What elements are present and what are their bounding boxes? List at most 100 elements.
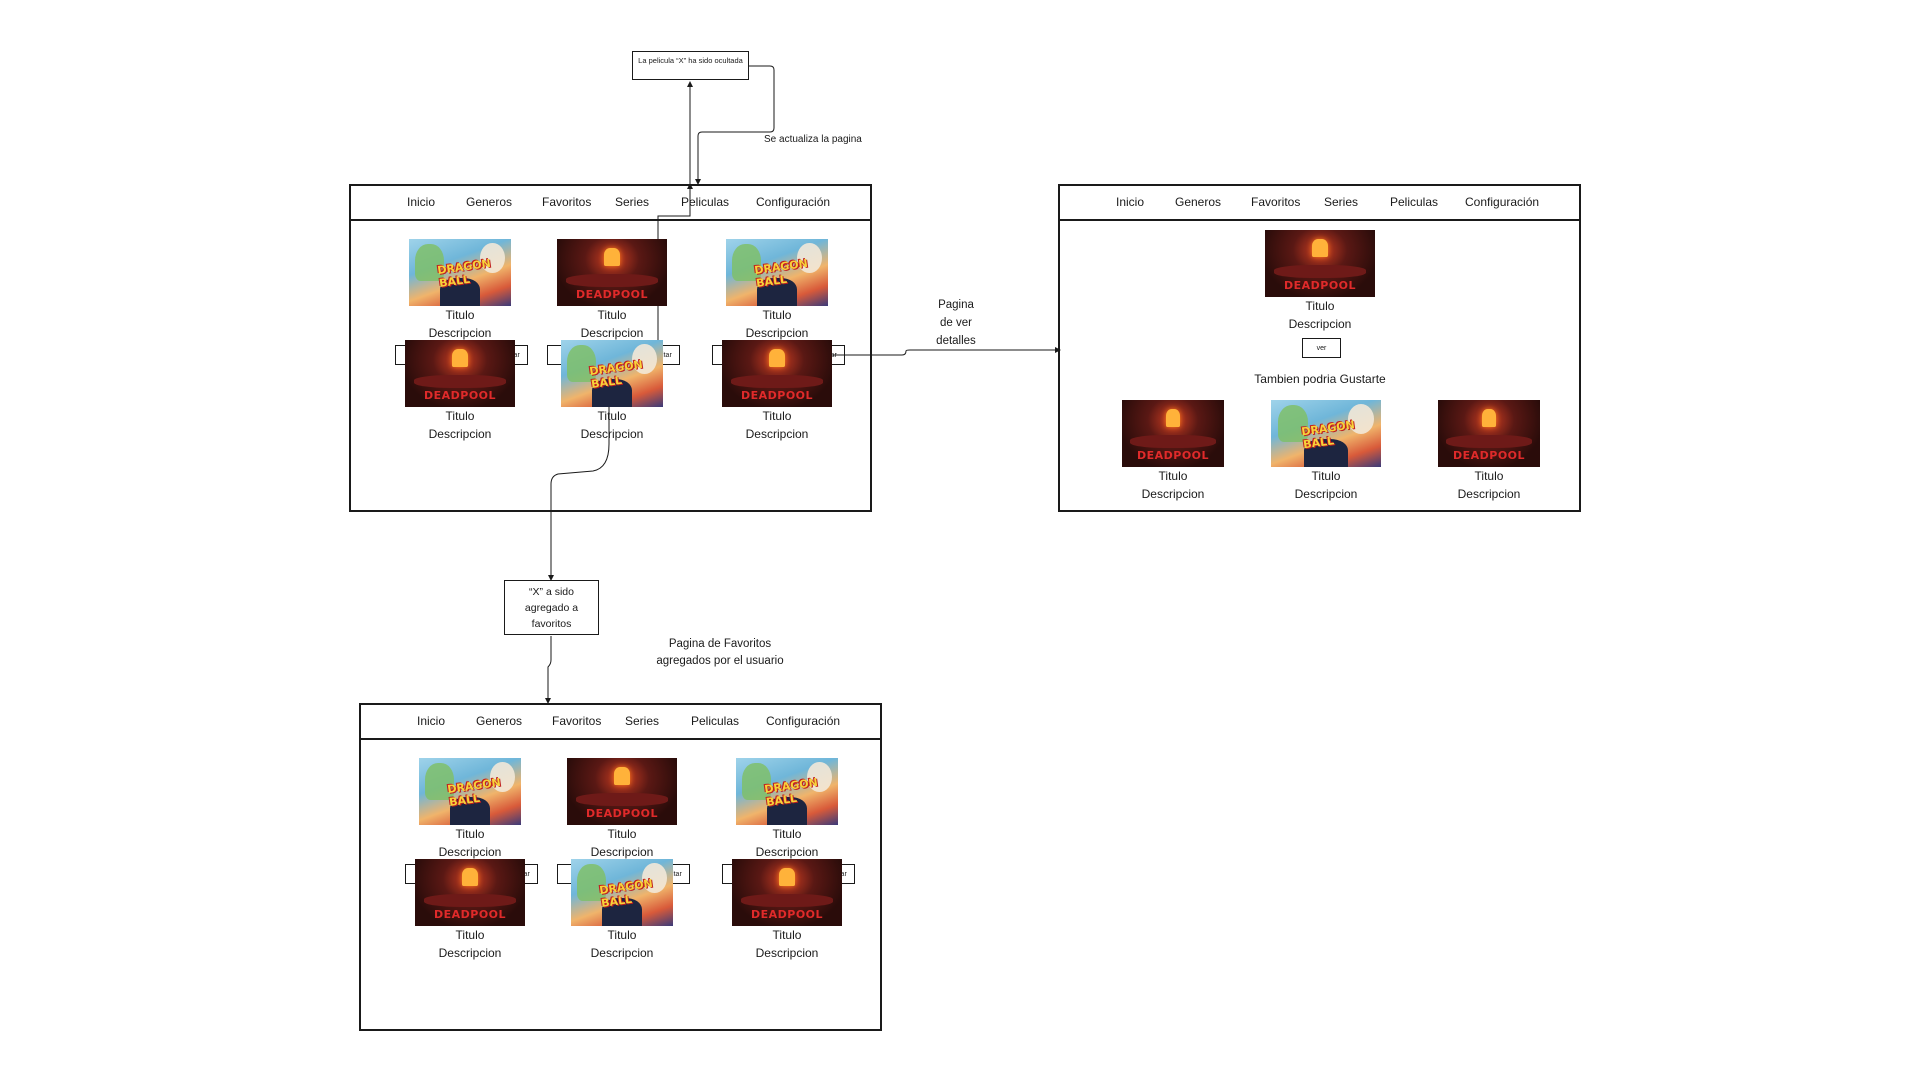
- nav-item-favoritos[interactable]: Favoritos: [552, 714, 602, 728]
- nav-item-inicio[interactable]: Inicio: [417, 714, 446, 728]
- nav-item-series[interactable]: Series: [615, 195, 650, 209]
- nav-item-configuracion[interactable]: Configuración: [766, 714, 841, 728]
- card-description: Descripcion: [590, 845, 654, 859]
- card-description: Descripcion: [438, 845, 502, 859]
- deadpool-logo: DEADPOOL: [423, 388, 497, 402]
- nav-item-peliculas[interactable]: Peliculas: [691, 714, 740, 728]
- character-graphic: [1446, 434, 1532, 449]
- nav-item-series[interactable]: Series: [625, 714, 660, 728]
- card-title: Titulo: [762, 409, 792, 423]
- suggestion-description: Descripcion: [1457, 487, 1521, 501]
- card-title: Titulo: [597, 308, 627, 322]
- dragon-ball-poster[interactable]: DRAGON BALL: [561, 340, 663, 407]
- nav-item-peliculas[interactable]: Peliculas: [1390, 195, 1439, 209]
- dragon-ball-logo: DRAGON BALL: [598, 876, 654, 911]
- nav-item-generos[interactable]: Generos: [1175, 195, 1222, 209]
- deadpool-logo: DEADPOOL: [1452, 448, 1526, 462]
- dragon-ball-poster[interactable]: DRAGON BALL: [419, 758, 521, 825]
- character-graphic: [1304, 438, 1348, 467]
- deadpool-poster[interactable]: DEADPOOL: [415, 859, 525, 926]
- nav-item-inicio[interactable]: Inicio: [407, 195, 436, 209]
- fireplace-graphic: [604, 248, 620, 266]
- dragon-ball-logo: DRAGON BALL: [446, 775, 502, 810]
- nav-item-configuracion[interactable]: Configuración: [756, 195, 831, 209]
- nav-item-peliculas[interactable]: Peliculas: [681, 195, 730, 209]
- featured-title: Titulo: [1305, 299, 1335, 313]
- character-graphic: [601, 897, 643, 926]
- deadpool-poster[interactable]: DEADPOOL: [567, 758, 677, 825]
- card-description: Descripcion: [745, 326, 809, 340]
- character-graphic: [732, 244, 761, 282]
- character-graphic: [756, 277, 798, 306]
- deadpool-logo: DEADPOOL: [1283, 278, 1357, 292]
- fireplace-graphic: [614, 767, 630, 785]
- refresh-label: Se actualiza la pagina: [764, 134, 862, 145]
- deadpool-poster[interactable]: DEADPOOL: [722, 340, 832, 407]
- deadpool-poster[interactable]: DEADPOOL: [557, 239, 667, 306]
- character-graphic: [1273, 264, 1367, 279]
- favorite-added-text: “X” a sido agregado a favoritos: [524, 586, 579, 630]
- character-graphic: [415, 244, 444, 282]
- dragon-ball-logo: DRAGON BALL: [588, 357, 644, 392]
- nav-item-favoritos[interactable]: Favoritos: [1251, 195, 1301, 209]
- nav-item-favoritos[interactable]: Favoritos: [542, 195, 592, 209]
- deadpool-poster[interactable]: DEADPOOL: [1438, 400, 1540, 467]
- hidden-notification-text: La pelicula “X” ha sido ocultada: [638, 56, 743, 65]
- card-description: Descripcion: [755, 845, 819, 859]
- dragon-ball-poster[interactable]: DRAGON BALL: [726, 239, 828, 306]
- nav-item-series[interactable]: Series: [1324, 195, 1359, 209]
- nav-bar: Inicio Generos Favoritos Series Peliculas Con…: [351, 186, 870, 221]
- deadpool-poster[interactable]: DEADPOOL: [732, 859, 842, 926]
- dragon-ball-poster[interactable]: DRAGON BALL: [571, 859, 673, 926]
- fireplace-graphic: [779, 868, 795, 886]
- character-graphic: [565, 273, 659, 288]
- deadpool-logo: DEADPOOL: [433, 907, 507, 921]
- details-page-label: Pagina de ver detalles: [926, 296, 986, 350]
- suggestion-title: Titulo: [1158, 469, 1188, 483]
- dragon-ball-poster[interactable]: DRAGON BALL: [1271, 400, 1381, 467]
- deadpool-logo: DEADPOOL: [1136, 448, 1210, 462]
- fireplace-graphic: [1165, 409, 1181, 427]
- favorites-page-label-line: agregados por el usuario: [656, 655, 784, 667]
- notification-to-refresh-arrow: [695, 65, 775, 185]
- character-graphic: [413, 374, 507, 389]
- character-graphic: [1130, 434, 1216, 449]
- character-graphic: [742, 763, 771, 801]
- character-graphic: [439, 277, 481, 306]
- nav-bar: Inicio Generos Favoritos Series Peliculas Con…: [361, 705, 880, 740]
- nav-item-generos[interactable]: Generos: [466, 195, 513, 209]
- fireplace-graphic: [462, 868, 478, 886]
- dragon-ball-logo: DRAGON BALL: [1300, 418, 1356, 452]
- card-title: Titulo: [772, 928, 802, 942]
- favorite-added-notification: “X” a sido agregado a favoritos: [504, 580, 599, 635]
- dragon-ball-poster[interactable]: DRAGON BALL: [736, 758, 838, 825]
- suggestion-description: Descripcion: [1141, 487, 1205, 501]
- dragon-ball-logo: DRAGON BALL: [436, 256, 492, 291]
- card-description: Descripcion: [438, 946, 502, 960]
- character-graphic: [740, 893, 834, 908]
- card-title: Titulo: [597, 409, 627, 423]
- ver-button[interactable]: ver: [1302, 338, 1341, 358]
- nav-item-inicio[interactable]: Inicio: [1116, 195, 1145, 209]
- featured-description: Descripcion: [1288, 317, 1352, 331]
- dragon-ball-logo: DRAGON BALL: [753, 256, 809, 291]
- fireplace-graphic: [769, 349, 785, 367]
- details-page-label-line: detalles: [936, 335, 976, 347]
- favorites-wireframe: Inicio Generos Favoritos Series Peliculas Con…: [359, 703, 882, 1031]
- nav-item-generos[interactable]: Generos: [476, 714, 523, 728]
- card-title: Titulo: [445, 409, 475, 423]
- character-graphic: [632, 344, 657, 375]
- details-page-label-line: de ver: [940, 317, 972, 329]
- dragon-ball-poster[interactable]: DRAGON BALL: [409, 239, 511, 306]
- deadpool-poster[interactable]: DEADPOOL: [1122, 400, 1224, 467]
- deadpool-logo: DEADPOOL: [750, 907, 824, 921]
- nav-item-configuracion[interactable]: Configuración: [1465, 195, 1540, 209]
- deadpool-poster[interactable]: DEADPOOL: [1265, 230, 1375, 297]
- character-graphic: [480, 243, 505, 274]
- suggestion-title: Titulo: [1311, 469, 1341, 483]
- character-graphic: [766, 796, 808, 825]
- deadpool-poster[interactable]: DEADPOOL: [405, 340, 515, 407]
- character-graphic: [1348, 404, 1375, 435]
- card-description: Descripcion: [428, 326, 492, 340]
- character-graphic: [642, 863, 667, 894]
